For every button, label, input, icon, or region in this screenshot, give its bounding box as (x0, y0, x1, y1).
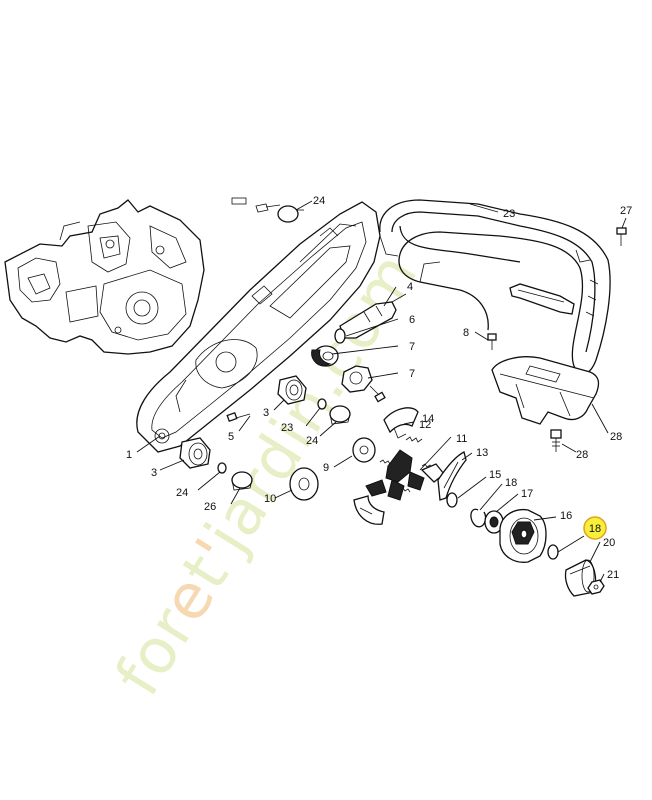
bearing-part-6 (311, 345, 339, 367)
callout-21: 23 (503, 208, 515, 220)
spring-part-12 (405, 436, 423, 443)
clutch-drum-part-15 (499, 508, 547, 563)
callout-1: 1 (126, 449, 132, 461)
callout-7b: 8 (463, 327, 469, 339)
callout-11: 13 (476, 447, 488, 459)
callout-20: 21 (607, 569, 619, 581)
highlight-circle (583, 516, 607, 540)
tensioner-part-7 (341, 365, 386, 403)
highlight-callout-18: 18 (583, 516, 607, 540)
callout-7a: 7 (409, 368, 415, 380)
callout-5: 6 (409, 314, 415, 326)
washer-part-23-mid (317, 398, 327, 410)
callout-27: 28 (610, 431, 622, 443)
callout-labels: 1 5 3 3 4 6 7 7 8 9 10 11 13 12 14 15 16… (126, 195, 632, 581)
callout-13: 14 (422, 413, 434, 425)
callout-10: 11 (456, 433, 467, 445)
circlip-part-17 (470, 508, 487, 528)
callout-14: 15 (489, 469, 501, 481)
callout-23a: 23 (281, 422, 293, 434)
clutch-hub (385, 449, 425, 501)
cap-part-24-mid (329, 405, 351, 425)
shaft-part-4 (339, 293, 407, 339)
callout-3b: 3 (151, 467, 157, 479)
washer-part-23-lower (217, 462, 227, 474)
callout-24a: 24 (313, 195, 325, 207)
callout-6: 7 (409, 341, 415, 353)
engine-housing (4, 199, 205, 355)
washer-part-8 (352, 437, 376, 463)
callout-16: 17 (521, 488, 533, 500)
callout-3a: 3 (263, 407, 269, 419)
bolt-part-7-upper (487, 333, 497, 350)
sleeve-part-3-upper (277, 375, 307, 405)
callout-15: 16 (560, 510, 572, 522)
clutch-shoe-lower (353, 479, 387, 525)
callout-8: 9 (323, 462, 329, 474)
bolt-part-2 (226, 411, 251, 423)
callout-19: 20 (603, 537, 615, 549)
callout-17: 18 (505, 477, 517, 489)
nut-part-20 (587, 579, 605, 595)
handle-bar-part-21 (379, 199, 611, 375)
bearing-part-16 (484, 510, 504, 534)
callout-24b: 24 (306, 435, 318, 447)
callout-12: 12 (419, 419, 431, 431)
clutch-shoe-part-13 (383, 407, 419, 439)
callout-26: 27 (620, 205, 632, 217)
cover-part-11 (437, 451, 467, 501)
washer-part-14 (446, 492, 458, 508)
handle-grip-part-27 (491, 356, 600, 425)
leader-lines (136, 200, 627, 583)
callout-9: 10 (264, 493, 276, 505)
sleeve-part-3-lower (179, 437, 211, 469)
callout-2: 5 (228, 431, 234, 443)
ring-part-5 (334, 328, 346, 344)
ring-part-9 (289, 467, 319, 501)
clamp-bracket (509, 283, 575, 315)
callout-24c: 26 (204, 501, 216, 513)
arm-part-1 (136, 201, 381, 453)
highlight-label: 18 (589, 523, 601, 535)
bolt-part-28 (550, 429, 562, 452)
callout-23b: 24 (176, 487, 188, 499)
callout-4: 4 (407, 281, 413, 293)
top-fasteners (231, 197, 304, 223)
o-ring-part-18 (547, 544, 559, 560)
cap-part-24-lower (231, 471, 253, 491)
callout-28: 28 (576, 449, 588, 461)
bolt-part-26 (616, 227, 627, 246)
